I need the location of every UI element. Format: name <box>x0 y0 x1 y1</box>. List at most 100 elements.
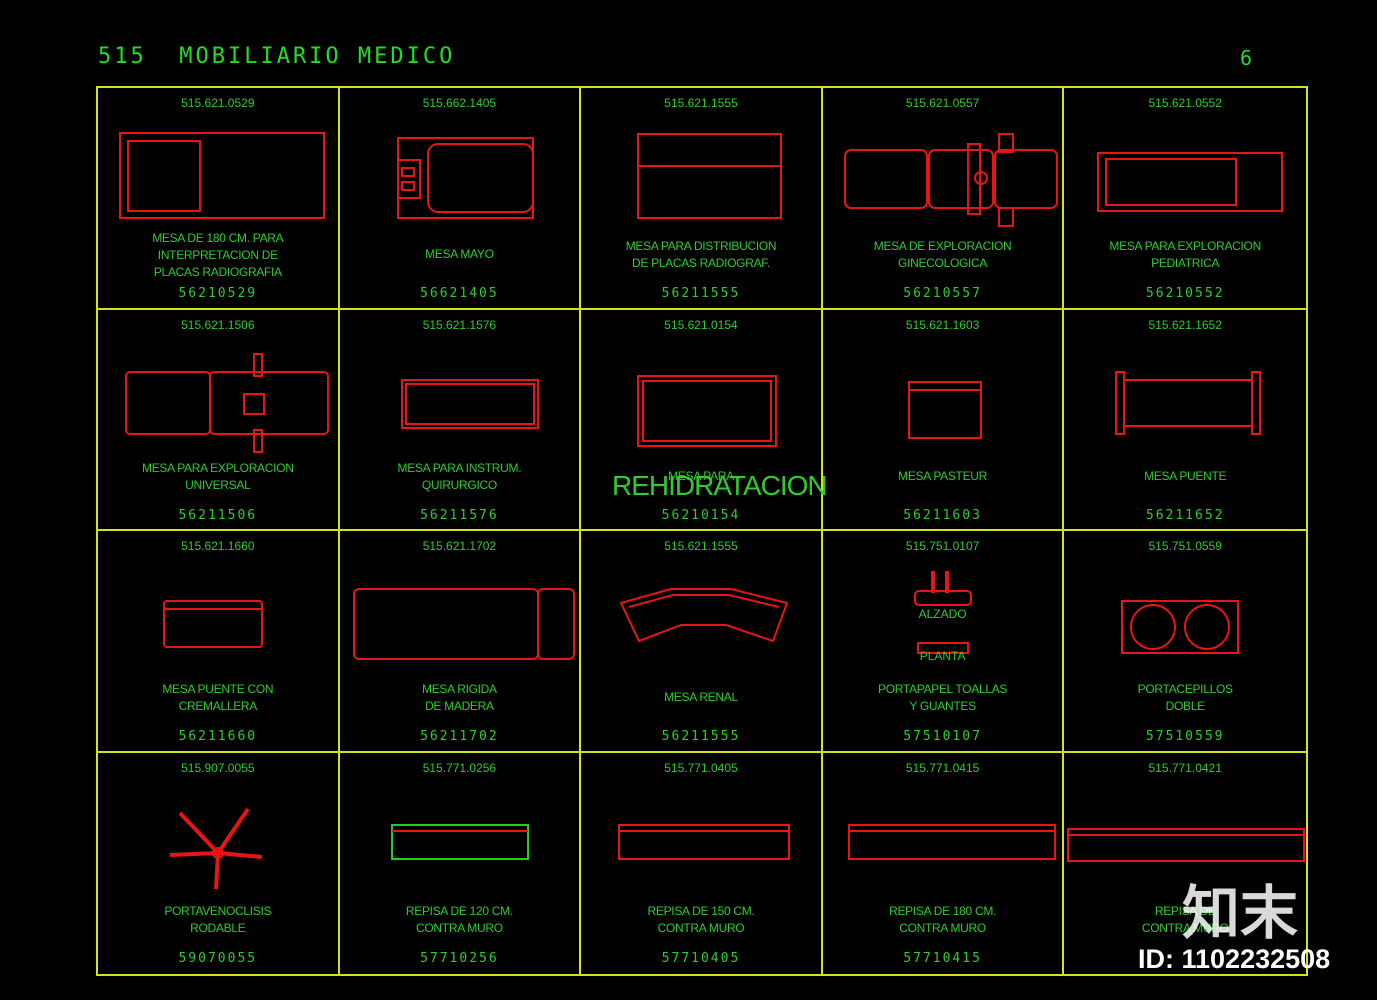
renal-table-icon <box>619 588 789 643</box>
reading-table-icon <box>119 132 325 219</box>
description-line: MESA PARA DISTRIBUCION <box>625 239 777 253</box>
item-code: 515.907.0055 <box>181 760 255 775</box>
item-number: 56211702 <box>420 729 499 744</box>
item-description: MESA DE EXPLORACION GINECOLOGICA <box>829 238 1057 272</box>
rigid-wood-table-icon <box>352 588 575 660</box>
page-number: 6 <box>1240 46 1253 70</box>
description-line: REPISA DE 150 CM. <box>647 903 755 918</box>
item-code: 515.621.1702 <box>422 539 497 553</box>
item-description: MESA PUENTE CON CREMALLERA <box>104 681 332 715</box>
item-number: 56621405 <box>420 286 499 301</box>
shelf-120-icon <box>390 823 529 860</box>
description-line: GINECOLOGICA <box>898 256 988 270</box>
description-line: MESA PUENTE CON <box>162 682 274 696</box>
description-line: CREMALLERA <box>178 699 258 713</box>
item-code: 515.621.1555 <box>664 539 738 553</box>
item-code: 515.771.0421 <box>1148 760 1222 775</box>
description-line: QUIRURGICO <box>421 477 497 492</box>
description-line: MESA DE 180 CM. PARA <box>152 231 284 245</box>
item-number: 56211555 <box>661 286 741 301</box>
description-line: CONTRA MURO <box>657 920 745 935</box>
item-code: 515.621.1555 <box>664 96 738 110</box>
item-code: 515.621.1603 <box>905 317 980 332</box>
iv-stand-icon <box>169 807 263 889</box>
instrument-table-icon <box>400 378 539 429</box>
item-description: REPISA DE 180 CM. CONTRA MURO <box>829 903 1057 937</box>
description-line: MESA RIGIDA <box>422 682 497 696</box>
page-title: 515 MOBILIARIO MEDICO <box>98 44 456 69</box>
item-code: 515.621.0529 <box>181 96 255 110</box>
item-number: 56210557 <box>903 286 982 301</box>
description-line: Y GUANTES <box>909 699 976 713</box>
item-description: PORTAVENOCLISIS RODABLE <box>104 903 332 937</box>
item-number: 56210552 <box>1145 286 1225 301</box>
view-label: ALZADO <box>918 607 967 621</box>
item-description: MESA PARA INSTRUM.QUIRURGICO <box>346 460 574 494</box>
item-number: 56210529 <box>178 286 258 301</box>
item-number: 57510559 <box>1145 729 1225 744</box>
rehydration-label: REHIDRATACION <box>612 470 828 501</box>
description-line: CONTRA MURO <box>899 920 986 935</box>
item-number: 56211576 <box>420 507 499 523</box>
watermark-logo: 知末 <box>1182 879 1299 947</box>
item-description: MESA PARA EXPLORACION UNIVERSAL <box>104 460 332 494</box>
description-line: DE PLACAS RADIOGRAF. <box>631 256 771 270</box>
universal-exam-table-icon <box>125 352 329 453</box>
description-line: MESA PASTEUR <box>898 468 988 483</box>
description-line: RODABLE <box>190 920 246 935</box>
rehydration-table-icon <box>637 374 778 447</box>
pediatric-exam-table-icon <box>1097 152 1284 212</box>
item-number: 59070055 <box>178 950 258 966</box>
description-line: MESA PARA EXPLORACION <box>142 460 294 475</box>
item-description: MESA PARA <box>587 468 815 485</box>
item-number: 56211652 <box>1145 507 1225 523</box>
item-description: MESA PASTEUR <box>829 468 1057 485</box>
item-description: MESA RENAL <box>587 689 815 706</box>
description-line: REPISA DE 180 CM. <box>889 903 997 918</box>
item-code: 515.621.0154 <box>664 317 738 332</box>
item-number: 57710405 <box>661 950 741 966</box>
description-line: PORTAVENOCLISIS <box>164 903 272 918</box>
item-description: MESA MAYO <box>346 246 574 263</box>
item-code: 515.771.0256 <box>422 760 497 775</box>
description-line: MESA DE EXPLORACION <box>873 239 1012 253</box>
item-code: 515.621.1660 <box>181 539 255 553</box>
paper-holder-icon <box>913 571 972 654</box>
item-code: 515.751.0107 <box>905 539 980 553</box>
shelf-180-icon <box>847 823 1056 860</box>
description-line: INTERPRETACION DE <box>157 248 278 262</box>
item-number: 56211506 <box>178 507 258 523</box>
item-code: 515.621.1506 <box>181 317 255 332</box>
description-line: CONTRA MURO <box>1141 920 1229 935</box>
item-description: MESA PARA DISTRIBUCION DE PLACAS RADIOGRA… <box>587 238 815 272</box>
rack-bridge-table-icon <box>163 600 263 648</box>
item-number: 57710256 <box>420 950 499 966</box>
description-line: PLACAS RADIOGRAFIA <box>153 265 282 279</box>
item-description: REPISA DE 120 CM.CONTRA MURO <box>346 903 574 937</box>
item-code: 515.621.0557 <box>905 96 980 110</box>
description-line: UNIVERSAL <box>185 477 251 492</box>
item-description: REPISA DE 150 CM. CONTRA MURO <box>587 903 815 937</box>
shelf-wall-icon <box>1067 827 1306 862</box>
item-number: 56211555 <box>661 729 741 744</box>
item-code: 515.621.0552 <box>1148 96 1222 110</box>
description-line: MESA RENAL <box>664 690 738 704</box>
description-line: REPISA DE 120 CM. <box>405 903 513 918</box>
item-description: MESA PUENTE <box>1070 468 1300 485</box>
item-code: 515.621.1652 <box>1148 317 1222 332</box>
